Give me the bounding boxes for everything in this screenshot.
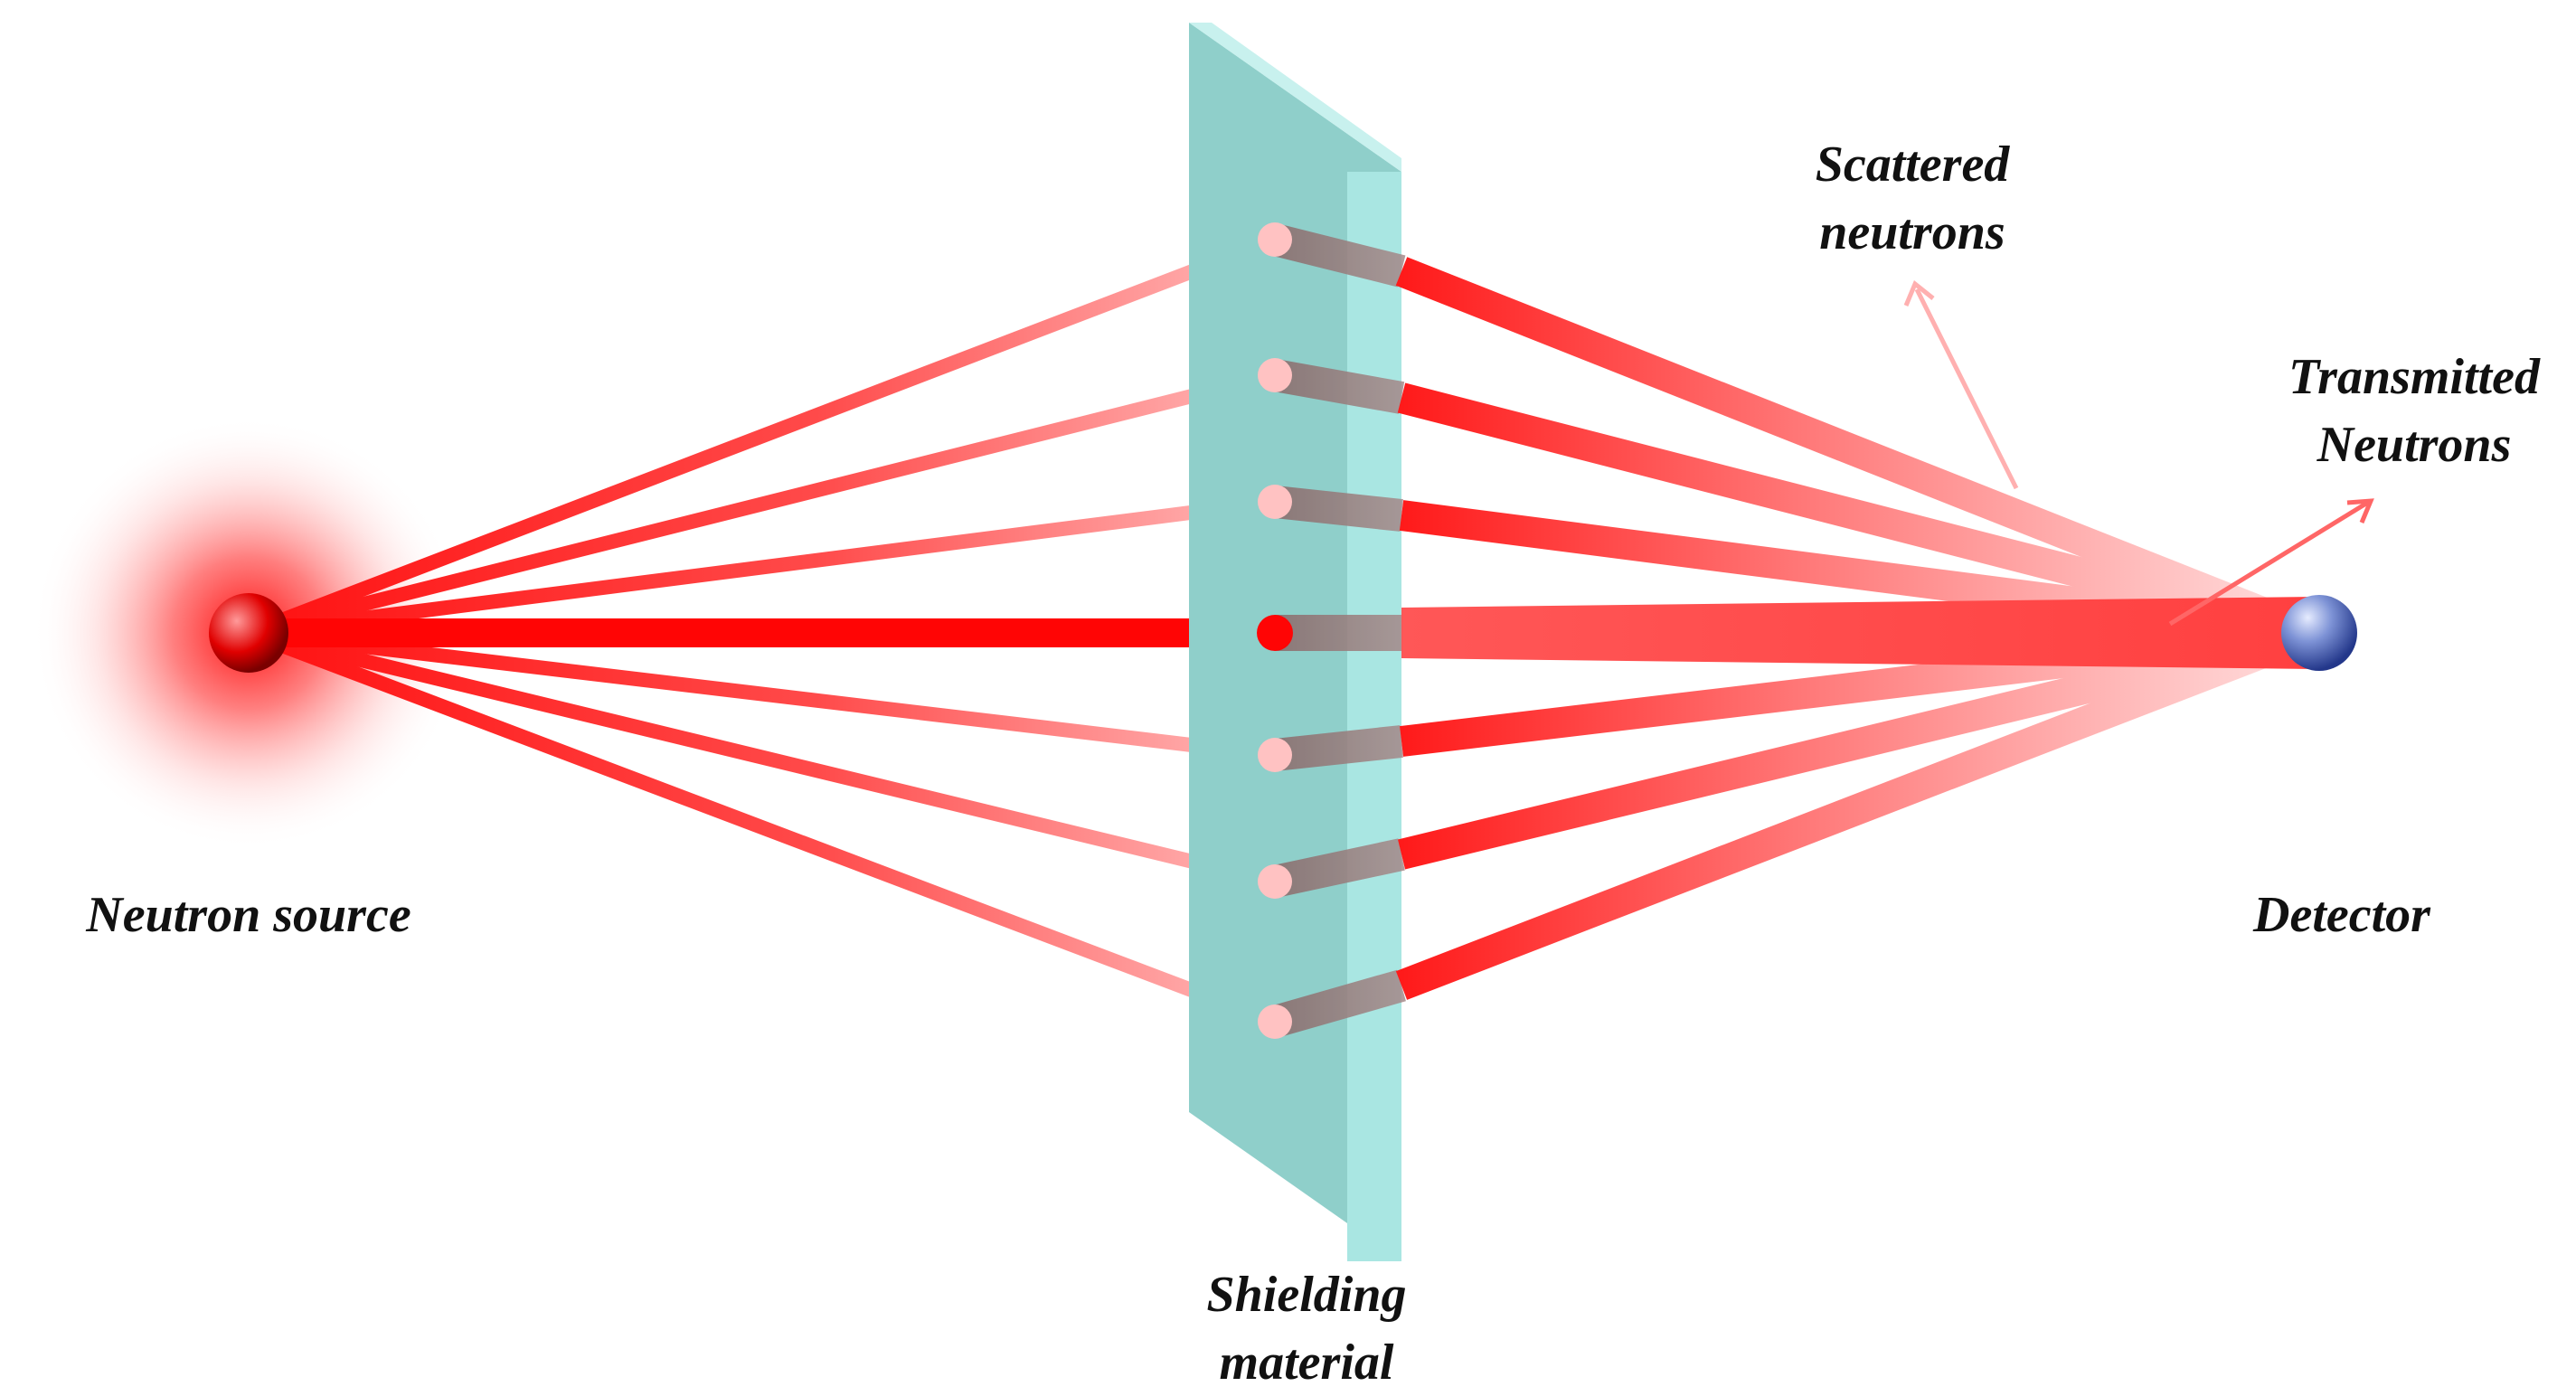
- detector-sphere: [2281, 595, 2357, 671]
- scattered-label-line2: neutrons: [1819, 204, 2005, 260]
- transmitted-beam: [1401, 597, 2315, 669]
- incoming-beams: [234, 232, 1289, 1029]
- shielded-beam-segment: [1271, 359, 1405, 414]
- detector-label: Detector: [2252, 887, 2431, 943]
- beam-entry-cap: [1258, 738, 1292, 772]
- beam-entry-cap: [1258, 222, 1292, 257]
- shielded-beam-segment: [1270, 223, 1406, 288]
- incoming-beam: [241, 232, 1282, 640]
- source-sphere: [209, 593, 288, 673]
- shielded-beam-segment: [1270, 969, 1406, 1038]
- scattered-beam: [1397, 382, 2319, 648]
- transmitted-arrow-line: [2168, 499, 2371, 627]
- shield-top-edge: [1189, 23, 1401, 172]
- scattered-beam: [1397, 618, 2319, 870]
- scattered-arrow-head: [1903, 279, 1935, 307]
- shielded-beam-segment: [1271, 838, 1405, 898]
- beam-entry-cap: [1258, 864, 1292, 899]
- annotation-arrows: [1903, 279, 2374, 627]
- transmitted-label-line2: Neutrons: [2317, 417, 2512, 473]
- shielding-label-line2: material: [1220, 1335, 1394, 1391]
- transmitted-label-line1: Transmitted: [2288, 349, 2541, 405]
- incoming-beam: [241, 626, 1282, 889]
- incoming-beam: [241, 626, 1282, 1029]
- incoming-beam: [241, 495, 1282, 640]
- beam-entry-cap: [1258, 1005, 1292, 1039]
- scattered-beam: [1395, 257, 2321, 647]
- shielding-label-line1: Shielding: [1207, 1267, 1407, 1323]
- incoming-beam: [241, 626, 1282, 762]
- beam-entry-cap: [1258, 485, 1292, 519]
- scattered-arrow-line: [1914, 288, 2019, 490]
- shield-front-face: [1347, 172, 1401, 1261]
- shielded-beam-segment: [1273, 725, 1403, 771]
- beam-entry-cap: [1257, 615, 1293, 651]
- shielded-beam-segment: [1273, 486, 1403, 532]
- outgoing-beams: [1395, 257, 2321, 1000]
- scattered-beam: [1395, 618, 2321, 1000]
- beams-inside-shield: [1270, 223, 1406, 1038]
- scattered-label-line1: Scattered: [1816, 137, 2011, 193]
- transmitted-arrow-head: [2346, 498, 2374, 524]
- incoming-beam: [241, 368, 1282, 640]
- neutron-source-label: Neutron source: [85, 887, 410, 943]
- beam-entry-caps: [1257, 222, 1293, 1039]
- beam-entry-cap: [1258, 358, 1292, 392]
